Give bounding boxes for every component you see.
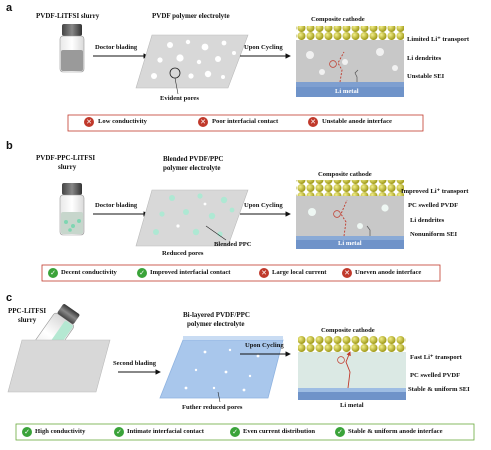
electrolyte-label-c-line1: Bi-layered PVDF/PPC bbox=[183, 311, 250, 319]
annotation-c-0: Fast Li⁺ transport bbox=[410, 354, 462, 361]
cathode-label-b: Composite cathode bbox=[318, 171, 372, 178]
check-icon: ✓ bbox=[48, 268, 58, 278]
cross-icon: ✕ bbox=[308, 117, 318, 127]
summary-c-3: Stable & uniform anode interface bbox=[348, 428, 443, 435]
cross-icon: ✕ bbox=[198, 117, 208, 127]
summary-b-2: Large local current bbox=[272, 269, 327, 276]
annotation-a-1: Li dendrites bbox=[407, 55, 442, 62]
cell-c bbox=[298, 336, 406, 400]
summary-c-1: Intimate interfacial contact bbox=[127, 428, 204, 435]
summary-box-b bbox=[41, 264, 441, 282]
slurry-label-a: PVDF-LiTFSI slurry bbox=[36, 12, 100, 20]
pores-note-c: Futher reduced pores bbox=[182, 404, 243, 411]
ppc-note-b: Blended PPC bbox=[214, 241, 252, 248]
annotation-a-2: Unstable SEI bbox=[407, 73, 445, 80]
step-second-blading: Second blading bbox=[113, 360, 157, 367]
vial-b bbox=[59, 183, 85, 236]
anode-label-c: Li metal bbox=[340, 402, 364, 409]
summary-b-3: Uneven anode interface bbox=[355, 269, 422, 276]
anode-label-b: Li metal bbox=[338, 240, 362, 247]
slurry-label-c-line1: PPC-LiTFSI bbox=[8, 307, 47, 315]
cathode-label-c: Composite cathode bbox=[321, 327, 375, 334]
summary-b-0: Decent conductivity bbox=[61, 269, 117, 276]
step-upon-cycling-a: Upon Cycling bbox=[244, 44, 283, 51]
panel-letter-b: b bbox=[6, 140, 13, 152]
cross-icon: ✕ bbox=[84, 117, 94, 127]
summary-box-a bbox=[67, 114, 424, 132]
electrolyte-label-c-line2: polymer electrolyte bbox=[187, 320, 245, 328]
annotation-a-0: Limited Li⁺ transport bbox=[407, 36, 470, 43]
annotation-b-2: Li dendrites bbox=[410, 217, 445, 224]
annotation-b-3: Nonuniform SEI bbox=[410, 231, 458, 238]
check-icon: ✓ bbox=[114, 427, 124, 437]
check-icon: ✓ bbox=[335, 427, 345, 437]
membrane-b bbox=[135, 189, 249, 247]
step-upon-cycling-c: Upon Cycling bbox=[245, 342, 284, 349]
summary-a-2: Unstable anode interface bbox=[322, 118, 392, 125]
step-doctor-blading-a: Doctor blading bbox=[95, 44, 138, 51]
summary-c-2: Even current distribution bbox=[243, 428, 316, 435]
annotation-c-2: Stable & uniform SEI bbox=[408, 386, 470, 393]
electrolyte-label-a: PVDF polymer electrolyte bbox=[152, 12, 230, 20]
membrane-c-base bbox=[7, 339, 111, 393]
panel-letter-a: a bbox=[6, 2, 13, 14]
cell-a bbox=[296, 26, 404, 97]
summary-b-1: Improved interfacial contact bbox=[150, 269, 231, 276]
summary-c-0: High conductivity bbox=[35, 428, 86, 435]
summary-a-1: Poor interfacial contact bbox=[212, 118, 279, 125]
check-icon: ✓ bbox=[230, 427, 240, 437]
check-icon: ✓ bbox=[137, 268, 147, 278]
step-doctor-blading-b: Doctor blading bbox=[95, 202, 138, 209]
summary-box-c bbox=[15, 423, 475, 441]
cathode-label-a: Composite cathode bbox=[311, 16, 365, 23]
annotation-b-0: Improved Li⁺ transport bbox=[401, 188, 469, 195]
annotation-c-1: PC swelled PVDF bbox=[410, 372, 461, 379]
annotation-b-1: PC swelled PVDF bbox=[408, 202, 459, 209]
slurry-label-b-line1: PVDF-PPC-LiTFSI bbox=[36, 154, 96, 162]
step-upon-cycling-b: Upon Cycling bbox=[244, 202, 283, 209]
vial-a bbox=[59, 24, 85, 73]
electrolyte-label-b-line2: polymer electrolyte bbox=[163, 164, 221, 172]
cross-icon: ✕ bbox=[259, 268, 269, 278]
pores-note-b: Reduced pores bbox=[162, 250, 204, 257]
slurry-label-b-line2: slurry bbox=[58, 163, 77, 171]
membrane-a bbox=[135, 34, 249, 95]
slurry-label-c-line2: slurry bbox=[18, 316, 37, 324]
anode-label-a: Li metal bbox=[335, 88, 359, 95]
cross-icon: ✕ bbox=[342, 268, 352, 278]
summary-a-0: Low conductivity bbox=[98, 118, 147, 125]
pores-note-a: Evident pores bbox=[160, 95, 199, 102]
check-icon: ✓ bbox=[22, 427, 32, 437]
membrane-c bbox=[159, 336, 284, 403]
electrolyte-label-b-line1: Blended PVDF/PPC bbox=[163, 155, 224, 163]
cell-b bbox=[296, 180, 404, 249]
panel-letter-c: c bbox=[6, 292, 13, 304]
